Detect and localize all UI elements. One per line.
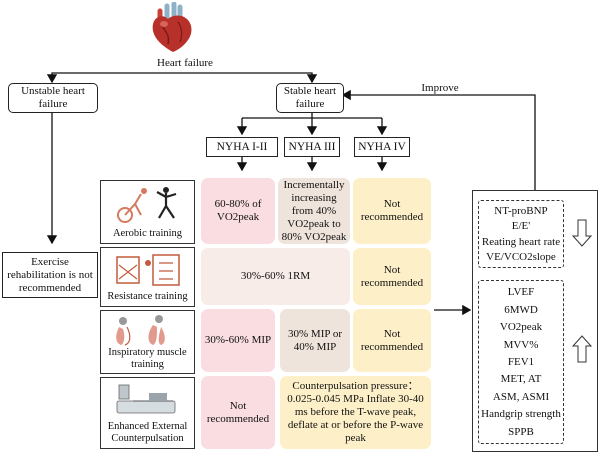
indicator-item: Reating heart rate [481, 235, 561, 248]
training-label: Enhanced External Counterpulsation [107, 421, 188, 444]
medical-device-icon [116, 384, 176, 414]
indicator-item: SPPB [508, 425, 534, 438]
imt-nyha-i-ii-cell: 30%-60% MIP [201, 309, 275, 372]
heart-failure-label: Heart failure [157, 57, 213, 69]
indicator-item: Handgrip strength [481, 408, 561, 421]
resistance-training-box: Resistance training [100, 247, 195, 307]
indicator-item: 6MWD [504, 303, 538, 316]
training-label: Inspiratory muscle training [108, 347, 187, 370]
indicator-item: E/E' [511, 220, 531, 233]
weight-machine-icon [116, 254, 180, 286]
training-label: Aerobic training [112, 228, 183, 239]
nyha-iii-header: NYHA III [284, 137, 340, 157]
lungs-icon [116, 315, 165, 346]
training-label: Resistance training [107, 291, 188, 302]
eecp-nyha-iii-iv-cell: Counterpulsation pressure：0.025-0.045 MP… [280, 376, 431, 449]
aerobic-training-box: Aerobic training [100, 180, 195, 244]
indicator-item: ASM, ASMI [492, 390, 550, 403]
cycling-person-icon [117, 187, 177, 223]
resistance-nyha-i-iii-cell: 30%-60% 1RM [201, 248, 350, 305]
exercise-not-recommended-box: Exercise rehabilitation is not recommend… [2, 252, 98, 298]
resistance-nyha-iv-cell: Not recommended [353, 248, 431, 305]
nyha-i-ii-header: NYHA I-II [206, 137, 278, 157]
unstable-heart-failure-box: Unstable heart failure [8, 83, 98, 113]
decrease-indicators: NT-proBNP E/E' Reating heart rate VE/VCO… [478, 200, 564, 268]
increase-indicators: LVEF 6MWD VO2peak MVV% FEV1 MET, AT ASM,… [478, 280, 564, 444]
stable-heart-failure-box: Stable heart failure [276, 83, 344, 113]
indicator-item: MET, AT [500, 373, 542, 386]
outcomes-panel [472, 190, 598, 452]
indicator-item: NT-proBNP [494, 204, 548, 217]
eecp-box: Enhanced External Counterpulsation [100, 377, 195, 449]
down-arrow-icon [572, 219, 592, 247]
indicator-item: VO2peak [499, 321, 543, 334]
improve-label: Improve [421, 82, 459, 94]
imt-nyha-iii-cell: 30% MIP or 40% MIP [280, 309, 350, 372]
aerobic-nyha-i-ii-cell: 60-80% of VO2peak [201, 178, 275, 244]
aerobic-nyha-iv-cell: Not recommended [353, 178, 431, 244]
heart-icon [148, 1, 198, 56]
indicator-item: FEV1 [507, 355, 535, 368]
up-arrow-icon [572, 335, 592, 363]
indicator-item: LVEF [507, 286, 535, 299]
nyha-iv-header: NYHA IV [354, 137, 410, 157]
imt-nyha-iv-cell: Not recommended [353, 309, 431, 372]
eecp-nyha-i-ii-cell: Not recommended [201, 376, 275, 449]
indicator-item: VE/VCO2slope [486, 251, 556, 264]
inspiratory-training-box: Inspiratory muscle training [100, 310, 195, 374]
aerobic-nyha-iii-cell: Incrementally increasing from 40% VO2pea… [278, 178, 350, 244]
indicator-item: MVV% [503, 338, 539, 351]
